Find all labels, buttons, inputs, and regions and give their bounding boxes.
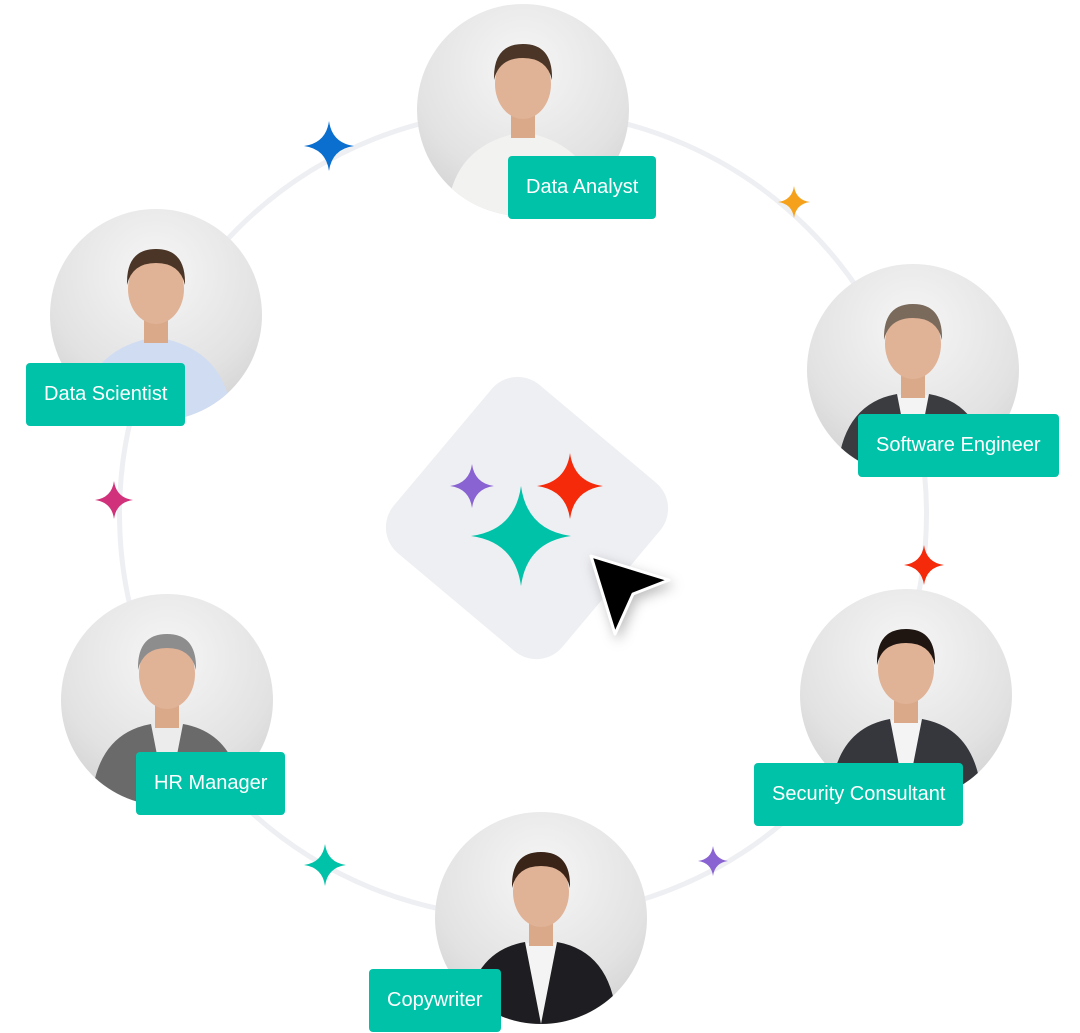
role-label-hr-manager: HR Manager [136,752,286,815]
sparkle-teal-icon [471,486,571,586]
person-photo-icon [465,852,617,1024]
sparkle-teal-small-icon [304,844,346,886]
sparkle-purple-small-icon [698,846,728,876]
role-label-software-engineer: Software Engineer [858,414,1059,477]
sparkle-magenta-icon [95,481,133,519]
role-label-data-analyst: Data Analyst [508,156,657,219]
sparkle-orange-icon [778,186,810,218]
sparkle-red-icon [537,453,603,519]
sparkle-red-small-icon [904,545,944,585]
role-label-data-scientist: Data Scientist [26,363,186,426]
sparkle-blue-icon [304,121,354,171]
cursor-arrow-icon [589,554,671,636]
sparkle-purple-icon [450,464,494,508]
role-label-copywriter: Copywriter [369,969,501,1032]
avatar-copywriter [435,812,647,1024]
role-label-security-consultant: Security Consultant [754,763,964,826]
